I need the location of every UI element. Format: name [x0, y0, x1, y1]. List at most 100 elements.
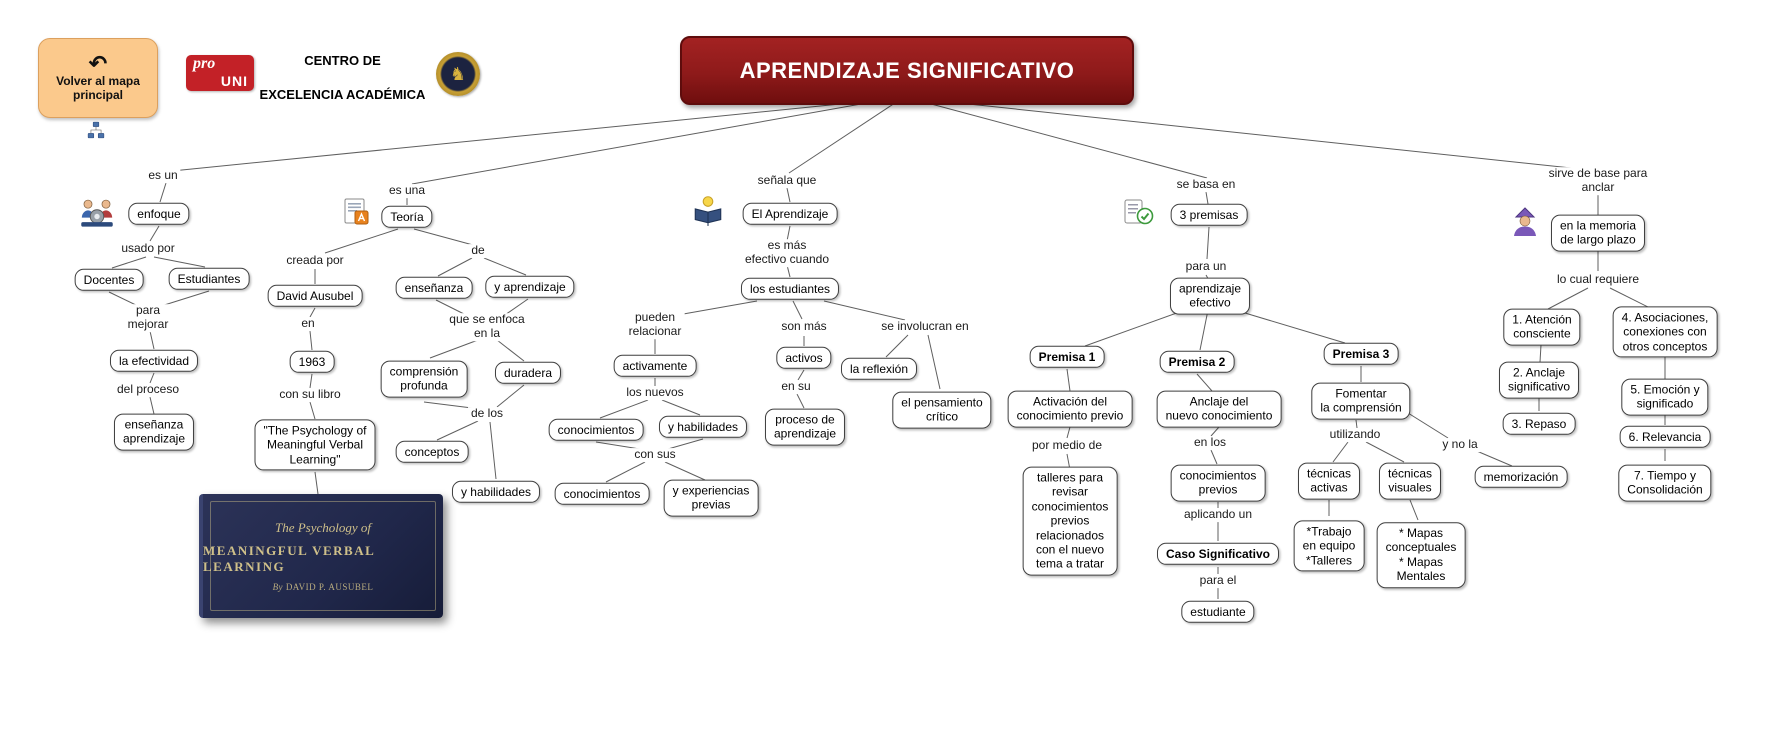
node-7-tiempo-y-consolidación[interactable]: 7. Tiempo y Consolidación	[1618, 464, 1712, 502]
link-label-en: en	[298, 316, 318, 331]
connector-line	[411, 100, 879, 185]
node-comprensión-profunda[interactable]: comprensión profunda	[380, 360, 468, 398]
connector-line	[605, 461, 646, 483]
connector-line	[309, 373, 313, 389]
node-técnicas-activas[interactable]: técnicas activas	[1297, 462, 1361, 500]
node-activamente[interactable]: activamente	[613, 354, 697, 378]
node-activos[interactable]: activos	[776, 346, 832, 370]
connector-line	[919, 100, 1208, 179]
logo-uni-text: UNI	[220, 73, 248, 89]
node-conocimientos[interactable]: conocimientos	[554, 482, 650, 506]
link-label-señala-que: señala que	[754, 173, 820, 188]
link-label-por-medio-de: por medio de	[1028, 438, 1106, 453]
connector-line	[429, 339, 479, 359]
node-david-ausubel[interactable]: David Ausubel	[267, 284, 363, 308]
node-duradera[interactable]: duradera	[494, 361, 562, 385]
node-3-repaso[interactable]: 3. Repaso	[1502, 412, 1576, 436]
connector-line	[671, 300, 758, 317]
connector-line	[149, 330, 155, 350]
node-aprendizaje-efectivo[interactable]: aprendizaje efectivo	[1169, 277, 1251, 315]
node-caso-significativo[interactable]: Caso Significativo	[1156, 542, 1280, 566]
connector-line	[786, 225, 791, 242]
link-label-lo-cual-requiere: lo cual requiere	[1553, 272, 1643, 287]
link-label-es-un: es un	[145, 168, 181, 183]
connector-line	[1234, 309, 1346, 344]
node-estudiantes[interactable]: Estudiantes	[168, 267, 250, 291]
node-y-aprendizaje[interactable]: y aprendizaje	[485, 275, 575, 299]
connector-line	[436, 420, 479, 441]
node-los-estudiantes[interactable]: los estudiantes	[740, 277, 840, 301]
node-estudiante[interactable]: estudiante	[1181, 600, 1255, 624]
node-4-asociaciones-conexiones-con-otros-conceptos[interactable]: 4. Asociaciones, conexiones con otros co…	[1612, 306, 1718, 358]
node-y-habilidades[interactable]: y habilidades	[451, 480, 541, 504]
person-icon	[1509, 206, 1541, 238]
connector-line	[1066, 368, 1071, 392]
node-proceso-de-aprendizaje[interactable]: proceso de aprendizaje	[764, 408, 846, 446]
link-label-de-los: de los	[467, 406, 507, 421]
back-arrow-icon: ↶	[88, 50, 108, 76]
node-la-reflexión[interactable]: la reflexión	[840, 357, 918, 381]
node-2-anclaje-significativo[interactable]: 2. Anclaje significativo	[1498, 361, 1580, 399]
link-label-que-se-enfoca-en-la: que se enfoca en la	[446, 312, 528, 341]
connector-line	[489, 421, 497, 480]
node-1-atención-consciente[interactable]: 1. Atención consciente	[1503, 308, 1581, 346]
node-the-psychology-of-meaningful-verbal-learning[interactable]: "The Psychology of Meaningful Verbal Lea…	[254, 419, 376, 471]
node-en-la-memoria-de-largo-plazo[interactable]: en la memoria de largo plazo	[1550, 214, 1646, 252]
node-enseñanza-aprendizaje[interactable]: enseñanza aprendizaje	[113, 413, 195, 451]
node-memorización[interactable]: memorización	[1474, 465, 1568, 489]
connector-line	[1210, 449, 1218, 465]
book-title-line1: The Psychology of	[274, 520, 372, 535]
node-premisa-2[interactable]: Premisa 2	[1159, 350, 1235, 374]
connector-line	[788, 100, 899, 174]
node-trabajo-en-equipo-talleres[interactable]: *Trabajo en equipo *Talleres	[1293, 520, 1365, 572]
connector-line	[1409, 499, 1419, 521]
node-mapas-conceptuales-mapas-mentales[interactable]: * Mapas conceptuales * Mapas Mentales	[1376, 522, 1466, 588]
node-técnicas-visuales[interactable]: técnicas visuales	[1378, 462, 1442, 500]
back-to-main-map-button[interactable]: ↶ Volver al mapa principal	[38, 38, 158, 118]
connector-line	[796, 393, 805, 409]
node-6-relevancia[interactable]: 6. Relevancia	[1619, 425, 1711, 449]
node-talleres-para-revisar-conocimientos-previos-relacionados-con-el-nuevo-tema-a-tratar[interactable]: talleres para revisar conocimientos prev…	[1022, 466, 1118, 576]
node-activación-del-conocimiento-previo[interactable]: Activación del conocimiento previo	[1007, 390, 1133, 428]
connector-line	[496, 384, 525, 408]
book-author-name: DAVID P. AUSUBEL	[285, 582, 374, 592]
node-el-aprendizaje[interactable]: El Aprendizaje	[742, 202, 838, 226]
node-5-emoción-y-significado[interactable]: 5. Emoción y significado	[1621, 378, 1709, 416]
map-title: APRENDIZAJE SIGNIFICATIVO	[680, 36, 1134, 105]
org-line2: EXCELENCIA ACADÉMICA	[259, 86, 426, 102]
node-3-premisas[interactable]: 3 premisas	[1170, 203, 1248, 227]
node-y-experiencias-previas[interactable]: y experiencias previas	[663, 479, 759, 517]
back-button-label: Volver al mapa principal	[56, 73, 140, 102]
node-conocimientos[interactable]: conocimientos	[548, 418, 644, 442]
node-anclaje-del-nuevo-conocimiento[interactable]: Anclaje del nuevo conocimiento	[1156, 390, 1282, 428]
connector-line	[1205, 191, 1209, 205]
node-teoría[interactable]: Teoría	[381, 205, 433, 229]
link-label-es-una: es una	[385, 183, 429, 198]
node-la-efectividad[interactable]: la efectividad	[109, 349, 199, 373]
connector-line	[437, 257, 473, 277]
connector-line	[153, 256, 206, 268]
node-premisa-3[interactable]: Premisa 3	[1323, 342, 1399, 366]
node-premisa-1[interactable]: Premisa 1	[1029, 345, 1105, 369]
node-enseñanza[interactable]: enseñanza	[395, 276, 473, 300]
book-cover-image: The Psychology of MEANINGFUL VERBAL LEAR…	[199, 494, 443, 618]
node-conocimientos-previos[interactable]: conocimientos previos	[1170, 464, 1266, 502]
node-fomentar-la-comprensión[interactable]: Fomentar la comprensión	[1311, 382, 1411, 420]
link-label-con-sus: con sus	[631, 447, 679, 462]
connector-line	[1355, 419, 1358, 429]
node-conceptos[interactable]: conceptos	[395, 440, 469, 464]
connector-line	[1539, 344, 1542, 363]
node-enfoque[interactable]: enfoque	[128, 202, 190, 226]
connector-line	[927, 334, 941, 390]
connector-line	[171, 100, 871, 172]
node-el-pensamiento-crítico[interactable]: el pensamiento crítico	[892, 391, 992, 429]
node-docentes[interactable]: Docentes	[74, 268, 144, 292]
link-label-sirve-de-base-para-anclar: sirve de base para anclar	[1545, 166, 1651, 195]
connector-line	[423, 401, 473, 409]
connector-line	[786, 264, 791, 278]
link-label-de: de	[468, 243, 488, 258]
connector-line	[324, 228, 399, 254]
node-1963[interactable]: 1963	[289, 350, 335, 374]
node-y-habilidades[interactable]: y habilidades	[658, 415, 748, 439]
link-label-en-su: en su	[778, 379, 814, 394]
